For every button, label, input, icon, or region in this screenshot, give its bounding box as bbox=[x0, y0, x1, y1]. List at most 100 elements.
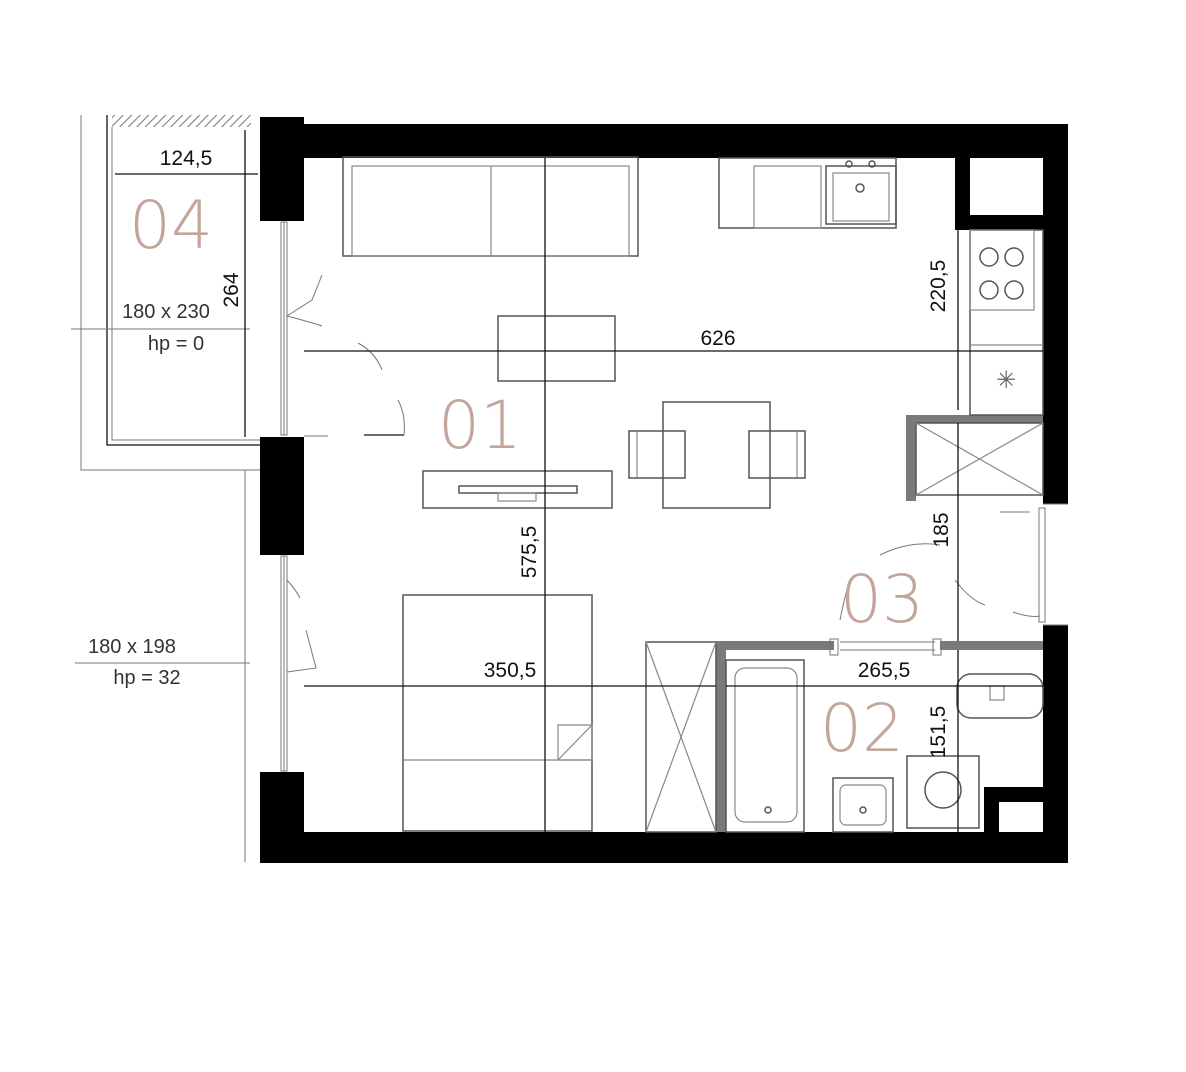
washbasin bbox=[832, 777, 894, 833]
window-2-size: 180 x 198 bbox=[88, 636, 176, 658]
window-sash-arc bbox=[286, 579, 301, 599]
wardrobe bbox=[915, 422, 1044, 496]
sink bbox=[825, 165, 897, 225]
bath-shaft-left bbox=[984, 787, 999, 832]
burner-4 bbox=[1004, 280, 1024, 300]
freezer-icon: ✳ bbox=[996, 366, 1016, 394]
balcony bbox=[71, 115, 260, 862]
burner-1 bbox=[979, 247, 999, 267]
pillow-fold bbox=[557, 724, 593, 761]
tv-unit bbox=[422, 470, 613, 509]
entry-door bbox=[1038, 507, 1046, 623]
window-upper bbox=[280, 221, 323, 436]
bath-door-jamb-left bbox=[829, 638, 839, 656]
window-1-size: 180 x 230 bbox=[122, 301, 210, 323]
balcony-outline bbox=[106, 115, 260, 446]
dimension-lines bbox=[115, 130, 1043, 832]
wall-right-top bbox=[1043, 124, 1068, 504]
room-label-01: 01 bbox=[438, 387, 522, 464]
wall-top bbox=[260, 124, 1068, 158]
hall-door-arc bbox=[879, 543, 941, 556]
dim-label-balcony-height: 264 bbox=[220, 272, 243, 307]
wall-left-top bbox=[260, 117, 304, 221]
bathroom-fixtures bbox=[725, 659, 1044, 833]
wall-left-middle bbox=[260, 437, 304, 555]
shaft-wall-left bbox=[955, 158, 970, 224]
tv-screen bbox=[458, 485, 578, 494]
wall-bottom bbox=[260, 832, 1068, 863]
cooktop bbox=[969, 229, 1035, 311]
bath-door-arc bbox=[954, 579, 986, 606]
sofa bbox=[342, 156, 639, 257]
washing-machine bbox=[906, 755, 980, 829]
bath-door-jamb-right bbox=[932, 638, 942, 656]
balcony-railing bbox=[112, 115, 251, 127]
partitions bbox=[716, 415, 1043, 832]
pillow bbox=[557, 724, 593, 761]
dining-set bbox=[628, 401, 806, 509]
balcony-ext-line bbox=[80, 115, 260, 471]
burner-2 bbox=[1004, 247, 1024, 267]
window-2-hp: hp = 32 bbox=[113, 667, 180, 689]
wardrobe-cross-2 bbox=[915, 422, 1044, 496]
sink-basin bbox=[832, 172, 890, 222]
dim-label-bath-depth: 151,5 bbox=[927, 706, 950, 759]
dim-label-left-width: 350,5 bbox=[484, 659, 537, 682]
bed-frame bbox=[402, 594, 593, 832]
dim-label-balcony-width: 124,5 bbox=[160, 147, 213, 170]
outer-walls bbox=[260, 117, 1068, 863]
door-arc bbox=[357, 342, 383, 371]
window-sash bbox=[286, 274, 323, 317]
bath-wall-left bbox=[716, 641, 726, 832]
bathtub bbox=[725, 659, 805, 833]
bath-door-swing bbox=[839, 579, 851, 621]
closet-cross-2 bbox=[645, 641, 717, 833]
dim-label-hall-depth: 185 bbox=[930, 512, 953, 547]
chair-left bbox=[628, 430, 686, 479]
wardrobe-wall-left bbox=[906, 415, 916, 501]
bath-wall-top-right bbox=[940, 641, 1043, 650]
dim-label-room-width: 626 bbox=[700, 327, 735, 350]
doors bbox=[304, 342, 1068, 656]
window-lower bbox=[280, 555, 317, 772]
wardrobe-box bbox=[915, 422, 1044, 496]
toilet bbox=[956, 673, 1044, 719]
tv-cabinet bbox=[422, 470, 613, 509]
washing-machine-drum bbox=[924, 771, 962, 809]
bathtub-inner bbox=[734, 667, 798, 823]
toilet-flush bbox=[989, 685, 1005, 701]
dim-label-room-height: 575,5 bbox=[518, 526, 541, 579]
window-sash-arc bbox=[286, 315, 323, 327]
window-sash bbox=[286, 629, 317, 673]
balcony-inner bbox=[111, 127, 260, 441]
wall-right-bottom bbox=[1043, 625, 1068, 863]
room-label-02: 02 bbox=[820, 690, 904, 767]
room-label-04: 04 bbox=[129, 187, 213, 264]
window-1-hp: hp = 0 bbox=[148, 333, 204, 355]
bathtub-drain bbox=[764, 806, 772, 814]
dining-table bbox=[662, 401, 771, 509]
tap-right bbox=[868, 160, 876, 168]
room-label-03: 03 bbox=[840, 561, 924, 638]
coffee-table bbox=[497, 315, 616, 382]
balcony-door-arc bbox=[397, 399, 405, 436]
kitchen-counter bbox=[718, 157, 897, 229]
bath-wall-top-left bbox=[716, 641, 834, 650]
washbasin-drain bbox=[859, 806, 867, 814]
washbasin-bowl bbox=[839, 784, 887, 826]
counter-unit bbox=[753, 165, 822, 229]
tv-stand bbox=[497, 492, 537, 502]
drain bbox=[855, 183, 865, 193]
entry-door-arc bbox=[1012, 611, 1041, 617]
chair-right bbox=[748, 430, 806, 479]
bed bbox=[402, 594, 593, 832]
wardrobe-wall-top bbox=[906, 415, 1043, 423]
shaft-wall-bottom bbox=[955, 215, 1043, 230]
closet-box bbox=[645, 641, 717, 833]
dim-label-kitchen-depth: 220,5 bbox=[927, 260, 950, 313]
tap-left bbox=[845, 160, 853, 168]
dim-label-bath-width: 265,5 bbox=[858, 659, 911, 682]
kitchen: ✳ bbox=[718, 157, 1044, 416]
burner-3 bbox=[979, 280, 999, 300]
